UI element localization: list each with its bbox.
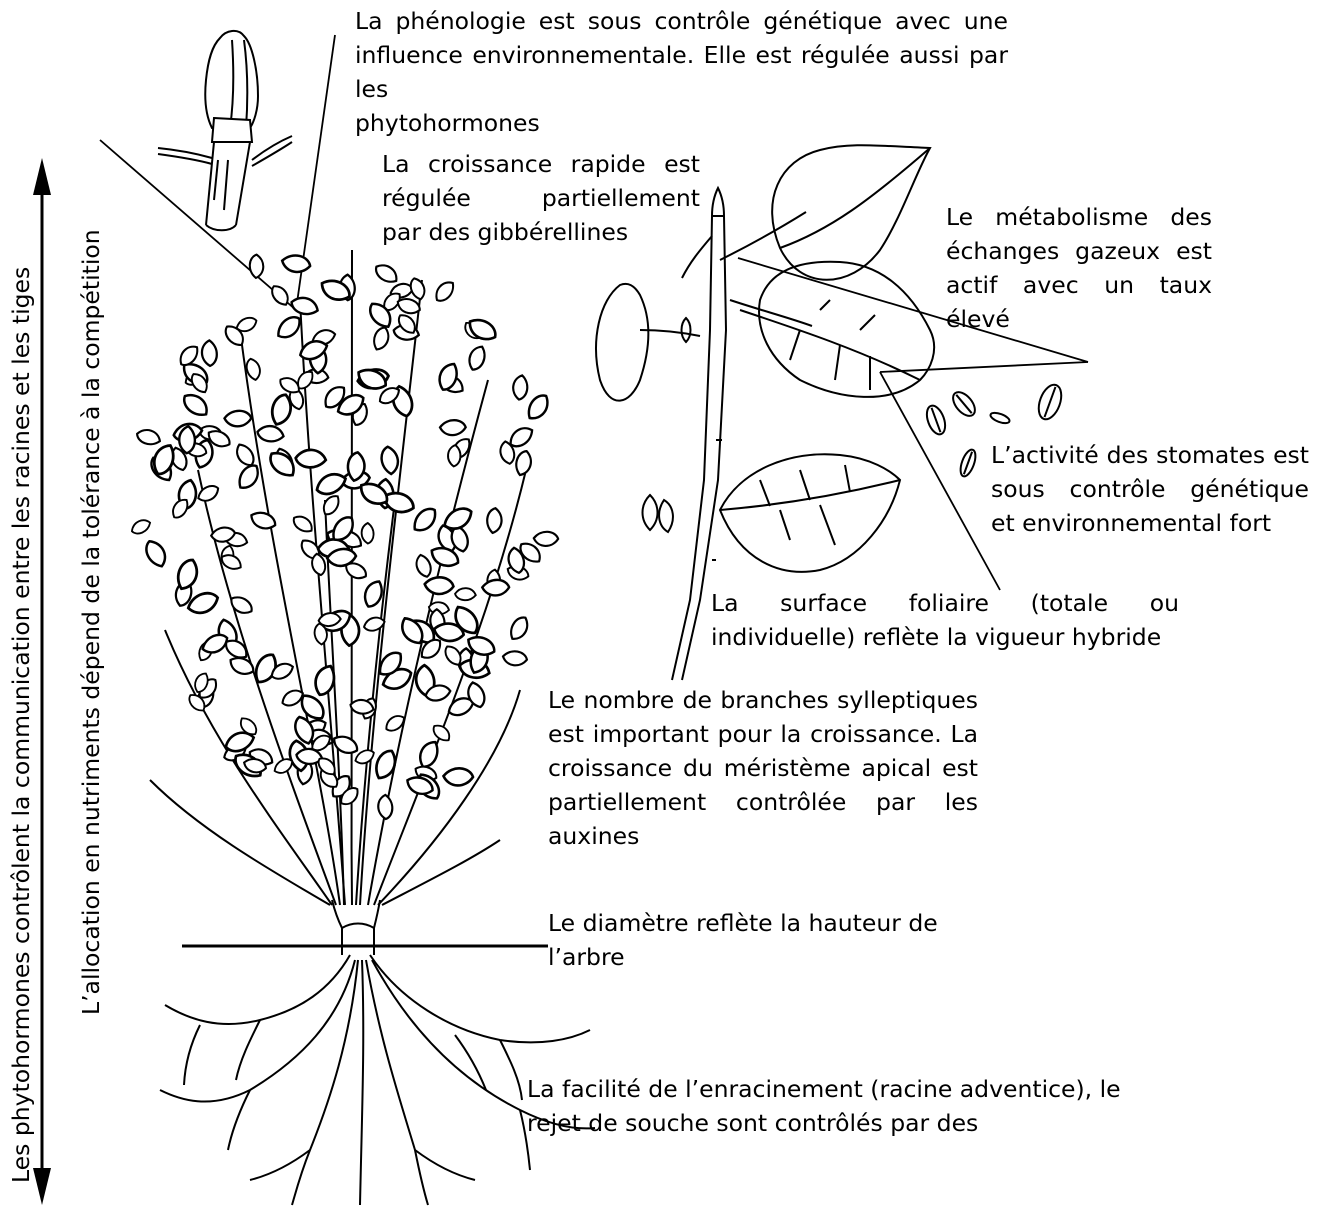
- tree-leaf: [505, 614, 532, 642]
- tree-leaf: [410, 277, 426, 300]
- tree-leaf: [369, 325, 393, 352]
- tree-leaf: [533, 529, 560, 548]
- gas-exchange-line: Le métabolisme des: [946, 200, 1212, 234]
- diameter-line: Le diamètre reflète la hauteur de: [548, 906, 968, 940]
- rapid-growth-line: régulée partiellement: [382, 181, 700, 215]
- tree-leaf: [416, 554, 432, 578]
- diameter-annotation: Le diamètre reflète la hauteur de l’arbr…: [548, 906, 968, 974]
- tree-leaf: [228, 592, 255, 618]
- tree-leaf: [312, 554, 325, 576]
- tree-leaf: [181, 389, 211, 421]
- leaf-area-line: La surface foliaire (totale ou: [711, 586, 1179, 620]
- tree-leaf: [363, 617, 385, 631]
- rooting-line: rejet de souche sont contrôlés par des: [527, 1106, 1167, 1140]
- sylleptic-line: Le nombre de branches sylleptiques: [548, 683, 978, 717]
- tree-leaf: [196, 484, 221, 503]
- tree-leaf: [233, 462, 263, 492]
- tree-leaf: [441, 506, 474, 532]
- tree-leaf: [280, 251, 312, 277]
- gas-exchange-line: échanges gazeux est: [946, 234, 1212, 268]
- tree-leaf: [319, 493, 343, 517]
- tree-leaf: [289, 293, 320, 320]
- tree-leaf: [466, 313, 499, 346]
- tree-leaf: [248, 507, 278, 534]
- rapid-growth-annotation: La croissance rapide est régulée partiel…: [382, 147, 700, 249]
- tree-leaf: [464, 344, 490, 373]
- phenology-line: phytohormones: [355, 106, 1008, 140]
- poplar-tree-icon: [130, 250, 559, 955]
- tree-leaf: [409, 505, 441, 534]
- tree-leaf: [331, 731, 360, 759]
- sylleptic-line: est important pour la croissance. La: [548, 717, 978, 751]
- tree-leaf: [481, 577, 510, 597]
- tree-leaf: [294, 446, 327, 471]
- rapid-growth-line: par des gibbérellines: [382, 215, 700, 249]
- tree-leaf: [247, 254, 265, 279]
- leaf-area-annotation: La surface foliaire (totale ou individue…: [711, 586, 1179, 654]
- phenology-line: influence environnementale. Elle est rég…: [355, 38, 1008, 106]
- tree-leaf: [273, 314, 304, 341]
- tree-leaf: [270, 283, 291, 308]
- stomata-line: sous contrôle génétique: [991, 472, 1309, 506]
- tree-leaf: [376, 794, 394, 820]
- tree-leaf: [373, 260, 400, 287]
- tree-leaf: [381, 446, 399, 474]
- tree-leaf: [144, 538, 168, 569]
- tree-leaf: [484, 507, 505, 535]
- sylleptic-line: partiellement contrôlée par les: [548, 785, 978, 819]
- sylleptic-line: croissance du méristème apical est: [548, 751, 978, 785]
- tree-leaf: [501, 648, 528, 669]
- tree-leaf: [399, 614, 425, 647]
- tree-leaf: [171, 557, 203, 593]
- tree-leaf: [224, 731, 255, 752]
- tree-leaf: [272, 757, 295, 775]
- stomata-annotation: L’activité des stomates est sous contrôl…: [991, 438, 1309, 540]
- stomata-line: L’activité des stomates est: [991, 438, 1309, 472]
- tree-leaves: [130, 251, 559, 820]
- rooting-annotation: La facilité de l’enracinement (racine ad…: [527, 1072, 1167, 1140]
- vertical-label-outer: Les phytohormones contrôlent la communic…: [6, 267, 36, 1183]
- rooting-line: La facilité de l’enracinement (racine ad…: [527, 1072, 1167, 1106]
- leaf-area-line: individuelle) reflète la vigueur hybride: [711, 620, 1179, 654]
- tree-leaf: [176, 343, 203, 368]
- tree-leaf: [414, 738, 443, 770]
- sylleptic-line: auxines: [548, 819, 978, 853]
- gas-exchange-annotation: Le métabolisme des échanges gazeux est a…: [946, 200, 1212, 336]
- gas-exchange-line: actif avec un taux: [946, 268, 1212, 302]
- diameter-line: l’arbre: [548, 940, 968, 974]
- phenology-annotation: La phénologie est sous contrôle génétiqu…: [355, 4, 1008, 140]
- tree-leaf: [315, 472, 348, 496]
- tree-leaf: [443, 643, 463, 668]
- tree-leaf: [256, 422, 286, 446]
- tree-leaf: [291, 512, 315, 537]
- tree-leaf: [439, 418, 467, 438]
- tree-leaf: [135, 425, 163, 449]
- phenology-line: La phénologie est sous contrôle génétiqu…: [355, 4, 1008, 38]
- tree-leaf: [309, 663, 340, 698]
- tree-leaf: [130, 518, 152, 535]
- tree-leaf: [223, 408, 252, 428]
- tree-leaf: [200, 340, 219, 367]
- tree-leaf: [431, 279, 458, 304]
- tree-leaf: [246, 358, 260, 380]
- rapid-growth-line: La croissance rapide est: [382, 147, 700, 181]
- vertical-label-inner: L’allocation en nutriments dépend de la …: [76, 229, 106, 1015]
- tree-leaf: [383, 713, 407, 732]
- stomata-line: et environnemental fort: [991, 506, 1309, 540]
- tree-leaf: [442, 765, 474, 788]
- gas-exchange-line: élevé: [946, 302, 1212, 336]
- tree-leaf: [360, 522, 376, 544]
- tree-leaf: [510, 374, 531, 401]
- bud-icon: [158, 31, 292, 230]
- tree-leaf: [523, 392, 554, 423]
- tree-leaf: [235, 317, 258, 333]
- sylleptic-annotation: Le nombre de branches sylleptiques est i…: [548, 683, 978, 853]
- tree-leaf: [454, 586, 477, 603]
